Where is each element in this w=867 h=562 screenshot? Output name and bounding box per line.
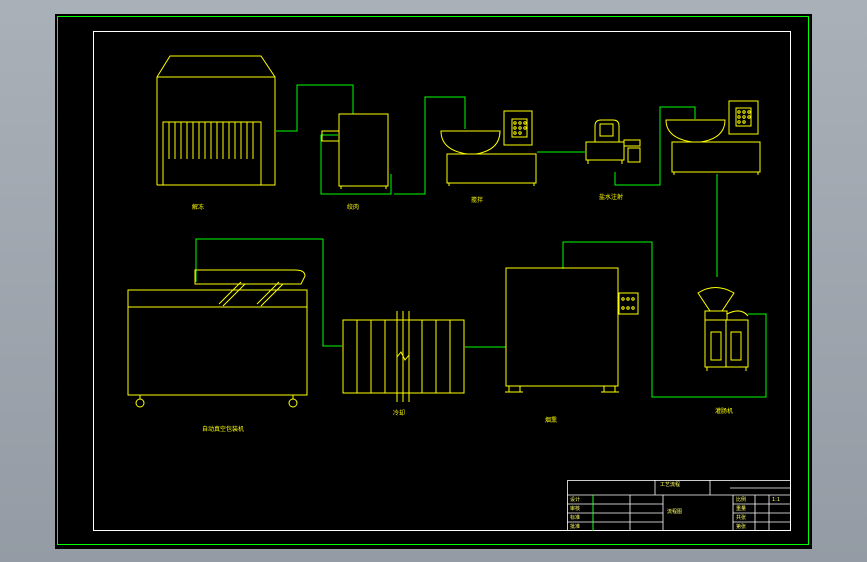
- mixer: [440, 110, 537, 186]
- brine-injector: [585, 119, 641, 164]
- label-vacuum-packer: 自动真空包装机: [201, 426, 245, 433]
- vacuum-packing-machine: [127, 269, 308, 408]
- title-block-scale-value: 1:1: [772, 497, 781, 503]
- outer-border: [57, 16, 809, 545]
- process-piping: [195, 84, 767, 398]
- flowchart-drawing: [57, 16, 809, 545]
- title-block-sheets-label: 共张: [736, 515, 747, 521]
- drawing-frame: [93, 31, 791, 531]
- thawing-room: [156, 55, 276, 186]
- title-block-title: 工艺流程: [660, 482, 681, 488]
- label-smokehouse: 烟熏: [544, 417, 558, 424]
- title-block-row-approve: 批准: [570, 524, 581, 530]
- label-stuffer: 灌肠机: [714, 408, 734, 415]
- smokehouse: [505, 267, 639, 393]
- label-mixer: 搅拌: [470, 197, 484, 204]
- title-block-sheet-label: 第张: [736, 524, 747, 530]
- title-block-row-design: 设计: [570, 497, 581, 503]
- title-block-weight-label: 重量: [736, 506, 747, 512]
- label-thawing: 解冻: [191, 204, 205, 211]
- title-block-row-standard: 标准: [570, 515, 581, 521]
- title-block-row-review: 审核: [570, 506, 581, 512]
- label-grinder: 绞肉: [346, 204, 360, 211]
- sausage-stuffer: [697, 287, 749, 371]
- label-brine-injector: 盐水注射: [598, 194, 624, 201]
- label-cooler: 冷却: [392, 410, 406, 417]
- title-block-scale-label: 比例: [736, 497, 747, 503]
- cooling-tunnel: [342, 311, 465, 402]
- cad-drawing-canvas: 解冻 绞肉 搅拌 盐水注射 灌肠机 烟熏 冷却 自动真空包装机 工艺流程 设计 …: [55, 14, 812, 549]
- meat-grinder: [321, 113, 389, 189]
- vacuum-tumbler: [665, 100, 761, 175]
- title-block-drawing-name: 流程图: [667, 509, 683, 515]
